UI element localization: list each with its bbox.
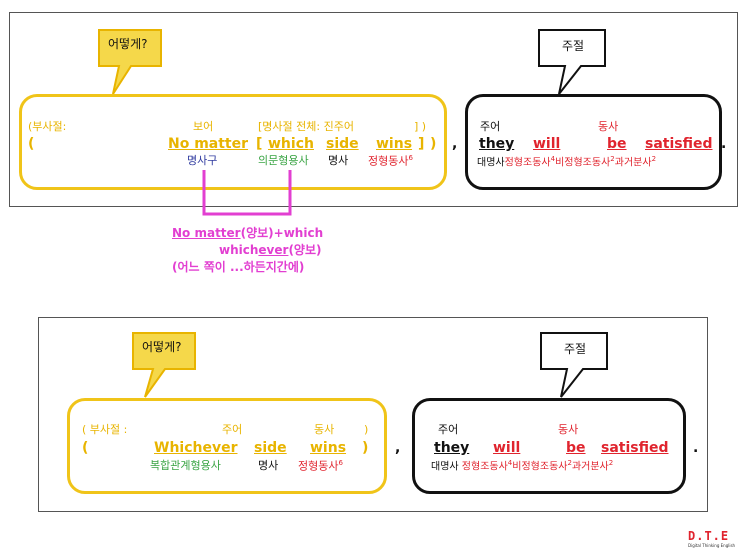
close-label-paren-2: ) <box>364 423 369 436</box>
tag-finite-verb: 정형동사6 <box>368 154 413 168</box>
main-clause-box-2 <box>412 398 686 494</box>
tag-noun-2: 명사 <box>258 459 279 472</box>
close-paren: ) <box>430 136 437 152</box>
noun-clause-close-label: ] ) <box>414 120 427 133</box>
adverb-clause-label-2: ( 부사절 : <box>82 423 128 436</box>
open-paren: ( <box>28 136 35 152</box>
subject-label-left-2: 주어 <box>222 423 243 436</box>
main-clause-tags-2: 대명사 정형조동사4비정형조동사2과거분사2 <box>431 459 614 473</box>
bubble-right-2 <box>540 332 608 398</box>
they: they <box>479 136 515 152</box>
verb-label: 동사 <box>598 120 619 133</box>
connector-bracket <box>202 170 292 216</box>
verb-label-left-2: 동사 <box>314 423 335 436</box>
bubble-right-1 <box>538 29 606 95</box>
side: side <box>326 136 359 152</box>
note-line-3: (어느 쪽이 ...하든지간에) <box>172 260 305 274</box>
open-bracket: [ <box>256 136 263 152</box>
noun-clause-label: [명사절 전체: 진주어 <box>258 120 354 133</box>
bubble-left-2 <box>132 332 196 398</box>
subject-label-2: 주어 <box>438 423 459 436</box>
which: which <box>268 136 314 152</box>
they-2: they <box>434 440 470 456</box>
main-clause-tags-1: 대명사정형조동사4비정형조동사2과거분사2 <box>477 155 657 169</box>
tag-noun-phrase: 명사구 <box>187 154 218 167</box>
tag-noun: 명사 <box>328 154 349 167</box>
comma-1: , <box>452 136 458 152</box>
bubble-left-2-label: 어떻게? <box>142 340 182 354</box>
adverb-clause-box-2 <box>67 398 387 494</box>
wins-2: wins <box>310 440 347 456</box>
wins: wins <box>376 136 413 152</box>
bubble-left-1-label: 어떻게? <box>108 37 148 51</box>
subject-label: 주어 <box>480 120 501 133</box>
whichever: Whichever <box>154 440 238 456</box>
adverb-clause-box-1 <box>19 94 447 190</box>
adverb-clause-label: (부사절: <box>28 120 67 133</box>
be-2: be <box>566 440 586 456</box>
dte-logo-caption: Digital Thinking English <box>688 543 736 548</box>
satisfied-2: satisfied <box>601 440 669 456</box>
dte-logo-mark: D.T.E <box>688 529 730 543</box>
main-clause-box-1 <box>465 94 722 190</box>
be: be <box>607 136 627 152</box>
note-line-2: whichever(양보) <box>219 243 322 257</box>
bubble-left-1 <box>98 29 162 95</box>
bubble-right-2-label: 주절 <box>564 342 587 356</box>
side-2: side <box>254 440 287 456</box>
note-line-1: No matter(양보)+which <box>172 226 324 240</box>
comma-2: , <box>395 440 401 456</box>
period-2: . <box>693 440 699 456</box>
tag-finite-verb-2: 정형동사6 <box>298 459 343 473</box>
tag-interrogative-adj: 의문형용사 <box>258 154 309 167</box>
dte-logo: D.T.E Digital Thinking English <box>688 530 735 548</box>
open-paren-2: ( <box>82 440 89 456</box>
no-matter: No matter <box>168 136 249 152</box>
will-2: will <box>493 440 521 456</box>
satisfied: satisfied <box>645 136 713 152</box>
period-1: . <box>721 136 727 152</box>
close-paren-2: ) <box>362 440 369 456</box>
tag-compound-rel-adj: 복합관계형용사 <box>150 459 221 472</box>
will: will <box>533 136 561 152</box>
complement-label: 보어 <box>193 120 214 133</box>
bubble-right-1-label: 주절 <box>562 39 585 53</box>
close-bracket: ] <box>418 136 425 152</box>
verb-label-2: 동사 <box>558 423 579 436</box>
